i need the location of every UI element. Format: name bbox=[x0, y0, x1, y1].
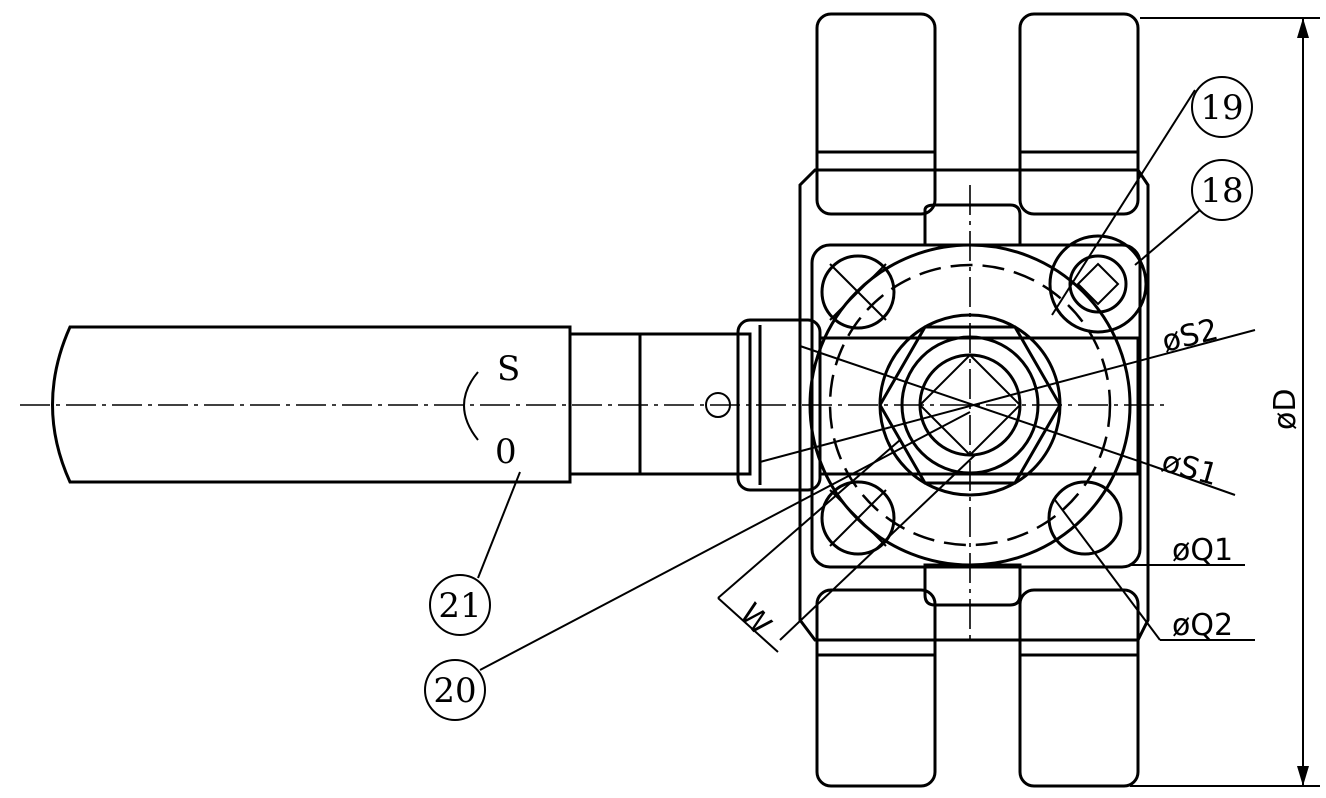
leader-lines bbox=[477, 17, 1320, 787]
shut-mark: S bbox=[497, 349, 520, 389]
bolts bbox=[820, 234, 1148, 556]
callout-21: 21 bbox=[429, 574, 491, 636]
dim-s1: øS1 bbox=[1158, 444, 1222, 493]
dim-w: W bbox=[732, 597, 778, 642]
callout-19: 19 bbox=[1191, 76, 1253, 138]
dim-d: øD bbox=[1268, 389, 1303, 430]
svg-text:18: 18 bbox=[1200, 171, 1243, 211]
open-mark: 0 bbox=[495, 432, 517, 472]
dim-s2: øS2 bbox=[1158, 312, 1221, 360]
svg-text:21: 21 bbox=[438, 586, 481, 626]
dim-q1: øQ1 bbox=[1172, 533, 1233, 568]
svg-text:19: 19 bbox=[1200, 88, 1243, 128]
flanges bbox=[815, 12, 1140, 788]
callout-20: 20 bbox=[424, 659, 486, 721]
dim-q2: øQ2 bbox=[1172, 608, 1233, 643]
svg-text:20: 20 bbox=[433, 671, 476, 711]
callout-18: 18 bbox=[1191, 159, 1253, 221]
